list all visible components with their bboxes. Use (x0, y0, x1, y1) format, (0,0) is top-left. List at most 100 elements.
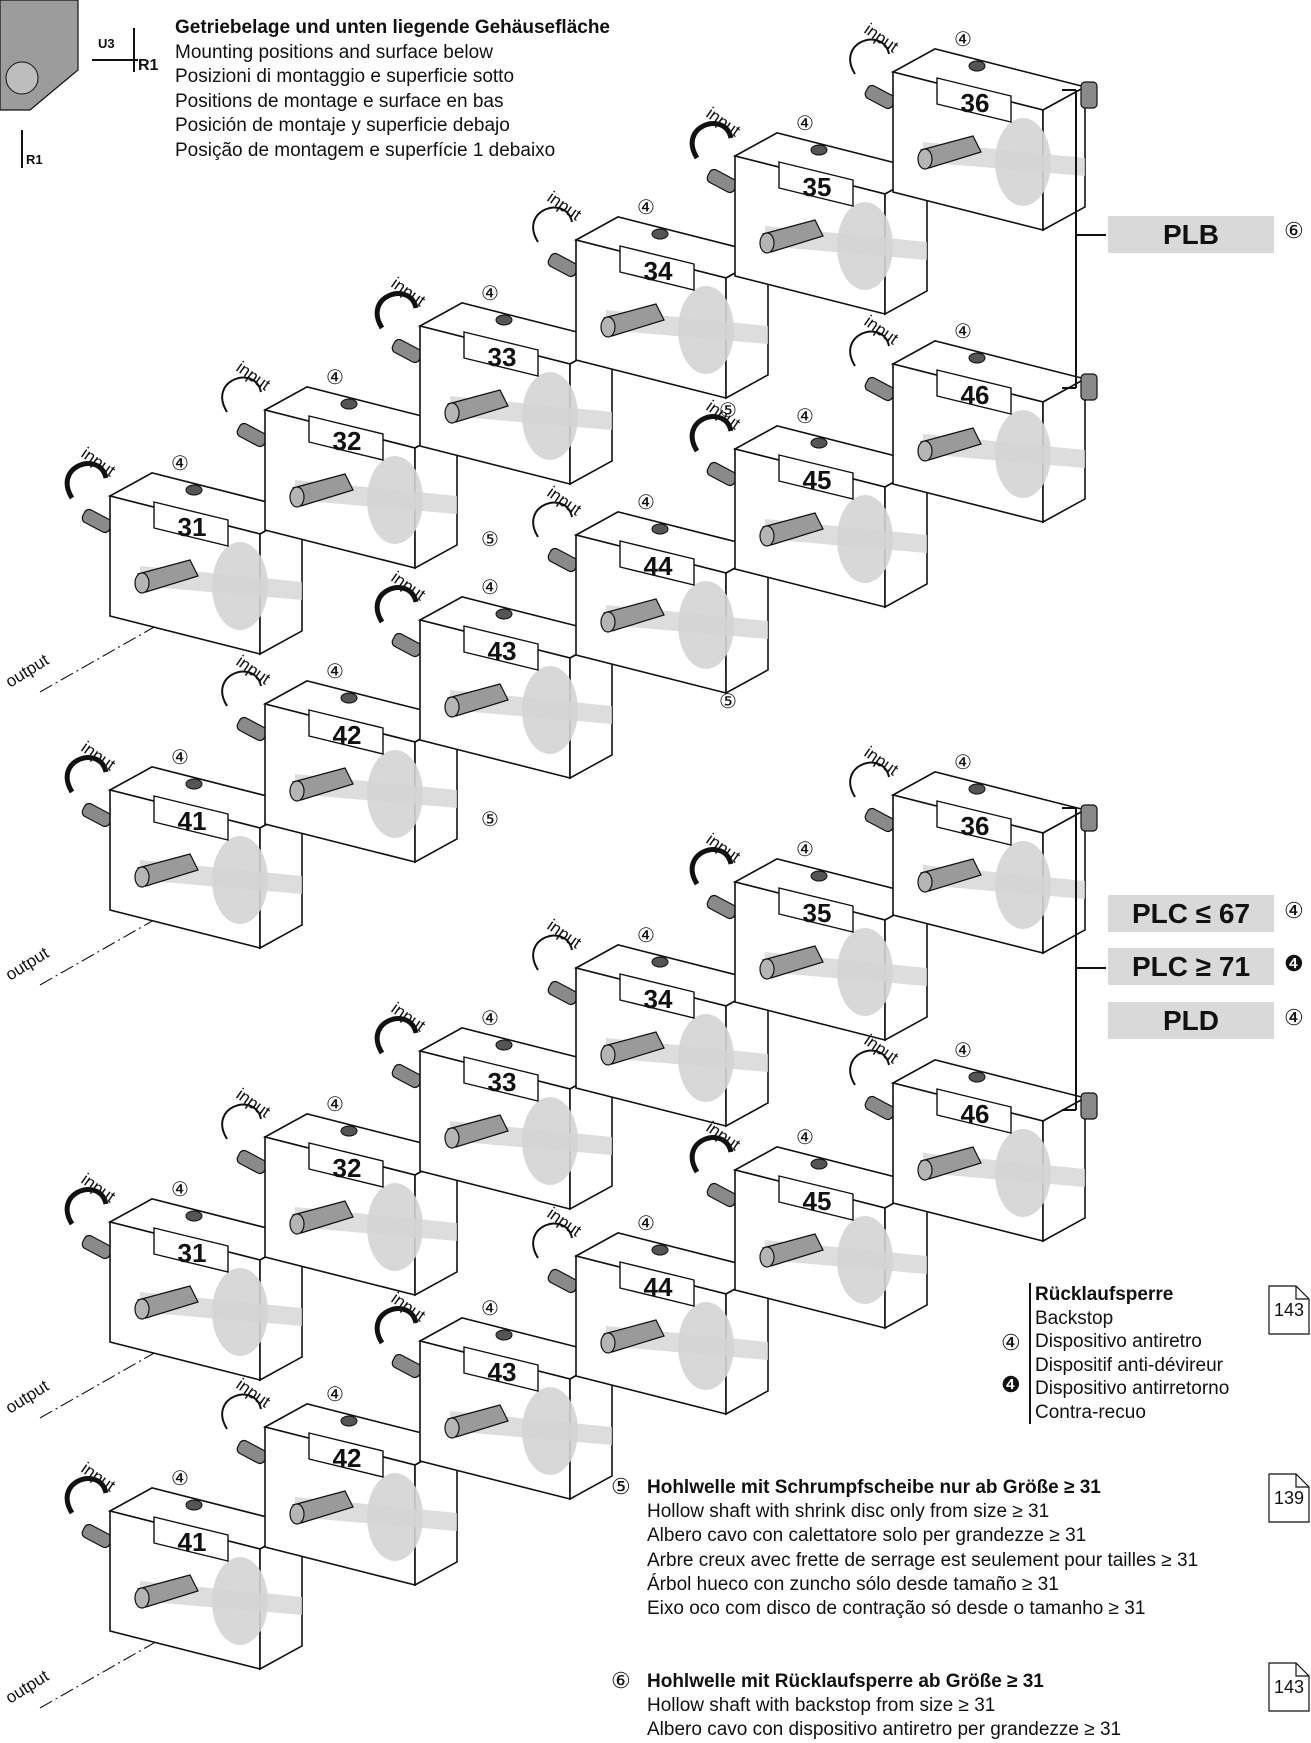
header-line: Posizioni di montaggio e superficie sott… (175, 66, 515, 87)
thumbnail-shaft (5, 61, 39, 95)
output-label: output (2, 650, 52, 691)
box-number: 43 (488, 636, 517, 666)
r1-label: R1 (138, 57, 159, 74)
backstop-cap (810, 870, 828, 882)
box-number: 32 (333, 1153, 362, 1183)
header-line: Mounting positions and surface below (175, 41, 493, 63)
header-block: Getriebelage und unten liegende Gehäusef… (175, 16, 610, 163)
backstop-cap (340, 1415, 358, 1427)
input-label: input (544, 188, 585, 225)
rotation-arrow (689, 414, 734, 453)
backstop-marker: ④ (481, 1298, 499, 1320)
tag-pld-ref: ④ (1284, 1005, 1304, 1030)
box-label-plate (308, 1142, 384, 1188)
note6-line: Hollow shaft with backstop from size ≥ 3… (647, 1695, 996, 1717)
page-ref-icon[interactable] (1268, 1285, 1310, 1335)
tag-plc-high-ref: ❹ (1284, 951, 1304, 976)
backstop-cap (340, 692, 358, 704)
output-shaft-end (289, 486, 305, 508)
backstop-cap (340, 398, 358, 410)
gearbox-thumbnail (0, 0, 79, 111)
box-label-plate (153, 1227, 229, 1273)
rotation-arrow (221, 670, 262, 707)
rotation-arrow (221, 376, 262, 413)
rotation-arrow (221, 1393, 262, 1430)
backstop-marker: ④ (796, 406, 814, 428)
backstop-marker: ④ (637, 1213, 655, 1235)
box-label-plate (936, 800, 1012, 846)
input-shaft (547, 980, 579, 1006)
box-label-plate (153, 501, 229, 547)
page-ref-139[interactable]: 139 (1273, 1488, 1305, 1508)
backstop-marker: ④ (326, 367, 344, 389)
box-label-plate (619, 973, 695, 1019)
input-label: input (861, 20, 902, 57)
legend-line: Backstop (1035, 1307, 1114, 1329)
input-shaft (706, 168, 738, 194)
box-number: 34 (644, 984, 673, 1014)
output-shaft-end (759, 958, 775, 980)
rotation-arrow (532, 501, 573, 538)
backstop-legend: Rücklaufsperre Backstop Dispositivo anti… (1029, 1283, 1229, 1424)
backstop-marker: ④ (796, 113, 814, 135)
note5-line: Árbol hueco con zuncho sólo desde tamaño… (647, 1573, 1059, 1595)
box-label-plate (619, 540, 695, 586)
output-label: output (2, 1376, 52, 1417)
page-ref-icon[interactable] (1268, 1473, 1310, 1523)
backstop-cap (968, 1071, 986, 1083)
output-shaft-end (917, 440, 933, 462)
output-shaft-end (134, 1298, 150, 1320)
backstop-cap (185, 484, 203, 496)
output-shaft-end (600, 1332, 616, 1354)
side-shaft-stub (1080, 373, 1098, 401)
output-shaft-end (134, 572, 150, 594)
input-shaft (391, 1063, 423, 1089)
backstop-marker: ④ (954, 321, 972, 343)
input-label: input (544, 1204, 585, 1241)
backstop-marker: ④ (481, 577, 499, 599)
note5-number: ⑤ (611, 1474, 631, 1499)
input-shaft (391, 1353, 423, 1379)
legend-line: Dispositif anti-dévireur (1035, 1354, 1223, 1376)
note5-line: Arbre creux avec frette de serrage est s… (647, 1549, 1199, 1571)
input-shaft (864, 807, 896, 833)
box-label-plate (778, 161, 854, 207)
box-label-plate (619, 245, 695, 291)
input-shaft (547, 1268, 579, 1294)
box-label-plate (308, 1432, 384, 1478)
rotation-arrow (689, 121, 734, 160)
page-ref-143[interactable]: 143 (1273, 1300, 1305, 1320)
page-ref-143b[interactable]: 143 (1273, 1677, 1305, 1697)
legend-symbol-circ4: ④ (1001, 1330, 1021, 1355)
box-label-plate (936, 77, 1012, 123)
output-shaft-end (134, 866, 150, 888)
header-line: Positions de montage e surface en bas (175, 90, 504, 112)
backstop-cap (495, 1329, 513, 1341)
backstop-cap (968, 60, 986, 72)
backstop-cap (810, 144, 828, 156)
callout-5: ⑤ (481, 809, 499, 831)
box-number: 35 (803, 172, 832, 202)
backstop-marker: ④ (637, 492, 655, 514)
input-shaft (547, 547, 579, 573)
backstop-cap (185, 778, 203, 790)
output-shaft-end (289, 1213, 305, 1235)
rotation-arrow (689, 847, 734, 886)
input-label: input (233, 1085, 274, 1122)
note6-line: Albero cavo con dispositivo antiretro pe… (647, 1719, 1122, 1741)
input-shaft (81, 1234, 113, 1260)
backstop-marker: ④ (326, 1384, 344, 1406)
page-ref-icon[interactable] (1268, 1662, 1310, 1712)
header-line: Posición de montaje y superficie debajo (175, 115, 510, 136)
box-label-plate (778, 454, 854, 500)
input-shaft (706, 894, 738, 920)
tag-plb-ref: ⑥ (1284, 218, 1304, 243)
